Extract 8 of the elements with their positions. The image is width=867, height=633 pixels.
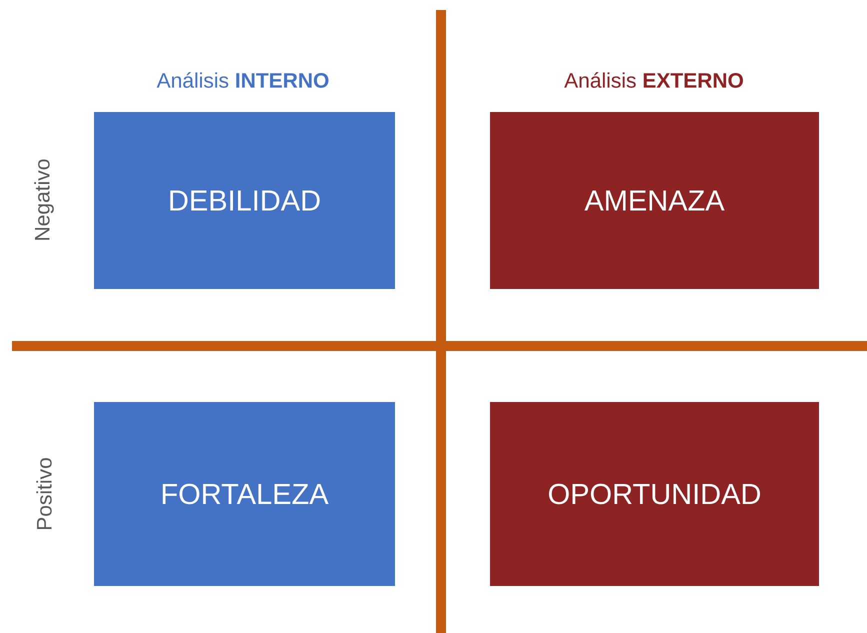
column-heading: Análisis INTERNO [156, 72, 328, 88]
row-label: Positivo [36, 458, 52, 530]
quadrant-box: DEBILIDAD [94, 112, 395, 289]
column-heading: Análisis EXTERNO [564, 72, 743, 88]
row-label: Negativo [34, 159, 54, 240]
quadrant-box: FORTALEZA [94, 402, 395, 586]
quadrant-box: AMENAZA [490, 112, 819, 289]
quadrant-box: OPORTUNIDAD [490, 402, 819, 586]
